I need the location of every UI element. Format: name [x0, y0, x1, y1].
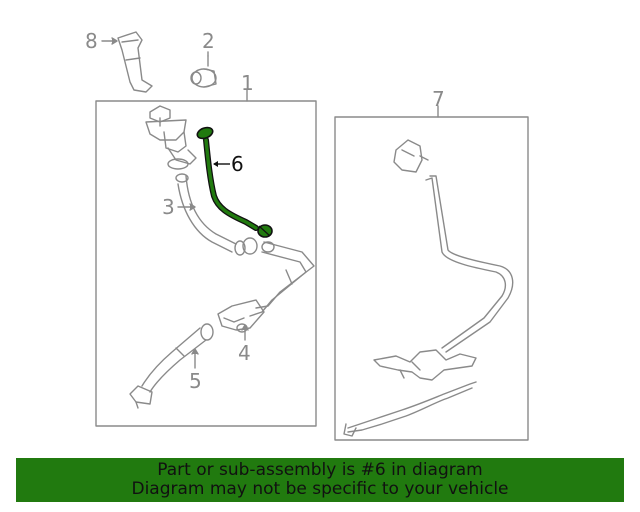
part-6-hose-highlighted — [196, 126, 273, 238]
part-4-filler-pipe — [217, 241, 315, 333]
callout-5: 5 — [189, 369, 202, 393]
parts-diagram: 1 2 3 4 5 6 7 8 — [85, 29, 529, 441]
assembly-box-7 — [334, 116, 529, 441]
part-2-cap — [190, 55, 217, 88]
part-5-lower-hose — [129, 323, 214, 409]
part-7-vapor-line — [343, 139, 514, 437]
callout-3: 3 — [162, 195, 175, 219]
callout-6: 6 — [231, 152, 244, 176]
callout-3-leader — [177, 203, 196, 211]
callout-6-leader — [213, 161, 230, 167]
callout-5-leader — [191, 348, 199, 369]
assembly-box-1 — [95, 100, 317, 427]
banner-line-1: Part or sub-assembly is #6 in diagram — [157, 460, 483, 480]
callout-2: 2 — [202, 29, 215, 53]
callout-4-leader — [241, 324, 249, 341]
info-banner: Part or sub-assembly is #6 in diagram Di… — [16, 458, 624, 502]
callout-7: 7 — [432, 87, 445, 111]
callout-4: 4 — [238, 341, 251, 365]
part-8-nozzle — [117, 31, 153, 93]
callout-8: 8 — [85, 29, 98, 53]
part-filler-housing — [145, 105, 197, 170]
part-3-hose — [175, 173, 258, 256]
banner-line-2: Diagram may not be specific to your vehi… — [131, 479, 509, 499]
callout-1: 1 — [241, 71, 254, 95]
callout-8-leader — [101, 37, 118, 45]
